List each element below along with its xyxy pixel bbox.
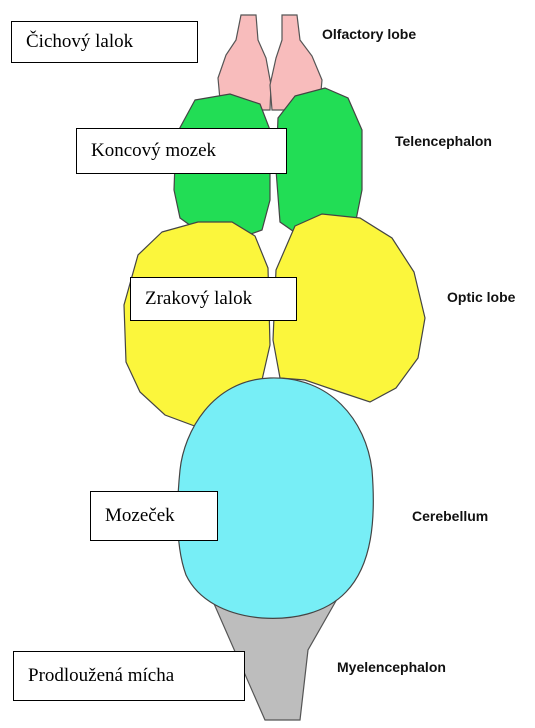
en-label-olfactory: Olfactory lobe	[322, 26, 417, 42]
en-label-optic: Optic lobe	[447, 289, 516, 305]
cz-label-olfactory: Čichový lalok	[11, 21, 198, 63]
en-label-myelencephalon: Myelencephalon	[337, 659, 446, 675]
en-label-cerebellum: Cerebellum	[412, 508, 489, 524]
cz-label-telencephalon: Koncový mozek	[76, 128, 287, 174]
cz-label-optic: Zrakový lalok	[130, 277, 297, 321]
cz-label-cerebellum: Mozeček	[90, 491, 218, 541]
cz-label-myelencephalon: Prodloužená mícha	[13, 651, 245, 701]
cerebellum-shape	[176, 377, 374, 619]
optic-lobe-right	[272, 213, 426, 403]
en-label-telencephalon: Telencephalon	[395, 133, 492, 149]
telencephalon-right	[275, 87, 363, 237]
